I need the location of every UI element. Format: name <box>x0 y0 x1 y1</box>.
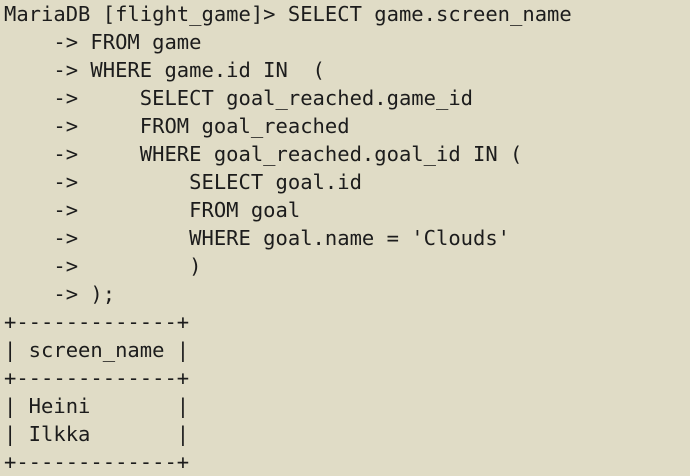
query-line: -> ) <box>4 254 202 278</box>
query-line: -> FROM game <box>4 30 202 54</box>
query-line: -> WHERE goal_reached.goal_id IN ( <box>4 142 523 166</box>
result-table-row: | Ilkka | <box>4 422 190 446</box>
query-line: -> WHERE goal.name = 'Clouds' <box>4 226 511 250</box>
query-line: -> FROM goal <box>4 198 301 222</box>
result-table-border: +-------------+ <box>4 450 190 474</box>
result-table-border: +-------------+ <box>4 366 190 390</box>
result-table-header: | screen_name | <box>4 338 190 362</box>
query-line: -> FROM goal_reached <box>4 114 350 138</box>
query-line: -> ); <box>4 282 116 306</box>
query-line: -> WHERE game.id IN ( <box>4 58 325 82</box>
result-table-row: | Heini | <box>4 394 190 418</box>
query-line: -> SELECT goal.id <box>4 170 362 194</box>
prompt-line: MariaDB [flight_game]> SELECT game.scree… <box>4 2 572 26</box>
result-table-border: +-------------+ <box>4 310 190 334</box>
query-line: -> SELECT goal_reached.game_id <box>4 86 473 110</box>
